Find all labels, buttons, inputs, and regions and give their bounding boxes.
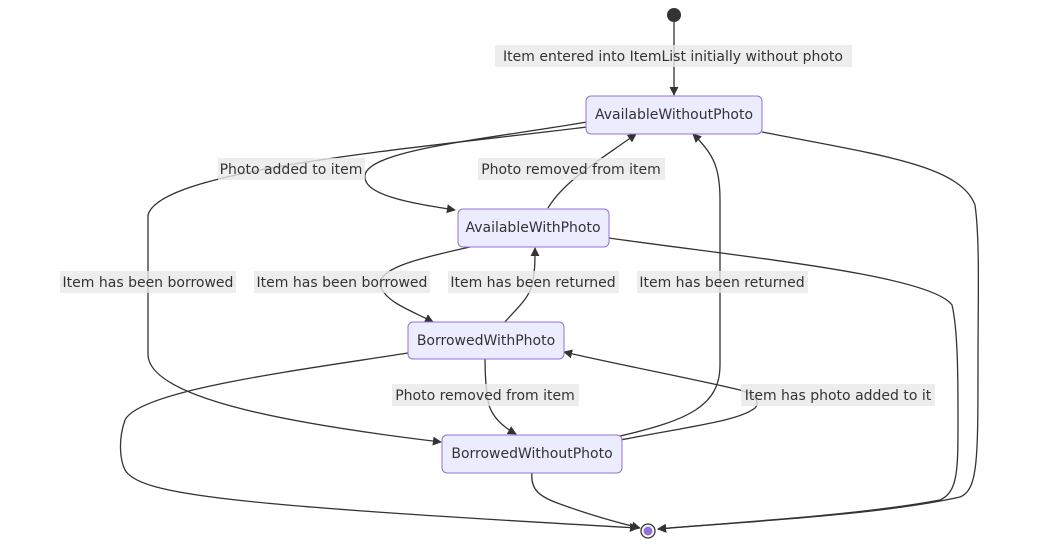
edge-label-aw-to-awp: Photo removed from item [478, 158, 665, 180]
transition-edges [119, 22, 980, 533]
state-borrowed-without-photo: BorrowedWithoutPhoto [441, 434, 623, 474]
svg-text:AvailableWithoutPhoto: AvailableWithoutPhoto [595, 107, 753, 123]
edge-bwp-to-bw [563, 349, 758, 441]
initial-state-dot [667, 8, 681, 22]
svg-text:Item has photo added to it: Item has photo added to it [745, 388, 932, 404]
svg-text:Item entered into ItemList ini: Item entered into ItemList initially wit… [503, 49, 843, 65]
edge-label-awp-to-bwp: Item has been borrowed [60, 271, 236, 293]
svg-text:Item has been borrowed: Item has been borrowed [63, 275, 234, 291]
svg-text:Photo added to item: Photo added to item [220, 162, 363, 178]
edge-label-initial: Item entered into ItemList initially wit… [495, 45, 852, 67]
state-available-with-photo: AvailableWithPhoto [457, 208, 610, 248]
svg-text:Photo removed from item: Photo removed from item [481, 162, 661, 178]
edge-label-bwp-to-awp: Item has been returned [637, 271, 808, 293]
svg-text:Item has been borrowed: Item has been borrowed [257, 275, 428, 291]
edge-bw-to-bwp [484, 358, 517, 435]
edge-bwp-to-end [531, 471, 641, 531]
edge-awp-to-bwp [147, 126, 588, 446]
state-available-without-photo: AvailableWithoutPhoto [585, 95, 763, 135]
svg-text:Photo removed from item: Photo removed from item [395, 388, 575, 404]
state-borrowed-with-photo: BorrowedWithPhoto [407, 321, 565, 360]
svg-text:AvailableWithPhoto: AvailableWithPhoto [465, 220, 600, 236]
svg-text:BorrowedWithPhoto: BorrowedWithPhoto [417, 333, 555, 349]
svg-text:BorrowedWithoutPhoto: BorrowedWithoutPhoto [451, 446, 612, 462]
edge-label-bw-to-bwp: Photo removed from item [392, 384, 579, 406]
edge-bwp-to-awp [619, 133, 721, 437]
edge-bw-to-end [119, 352, 639, 533]
svg-text:Item has been returned: Item has been returned [639, 275, 804, 291]
edge-label-bw-to-aw: Item has been returned [448, 271, 619, 293]
svg-text:Item has been returned: Item has been returned [450, 275, 615, 291]
edge-label-bwp-to-bw: Item has photo added to it [741, 384, 935, 406]
edge-label-aw-to-bw: Item has been borrowed [254, 271, 430, 293]
edge-label-awp-to-aw: Photo added to item [218, 158, 365, 180]
final-state [640, 523, 656, 539]
edge-awp-to-end [657, 131, 980, 533]
edge-aw-to-end [608, 237, 959, 533]
edge-awp-to-aw [364, 121, 588, 214]
